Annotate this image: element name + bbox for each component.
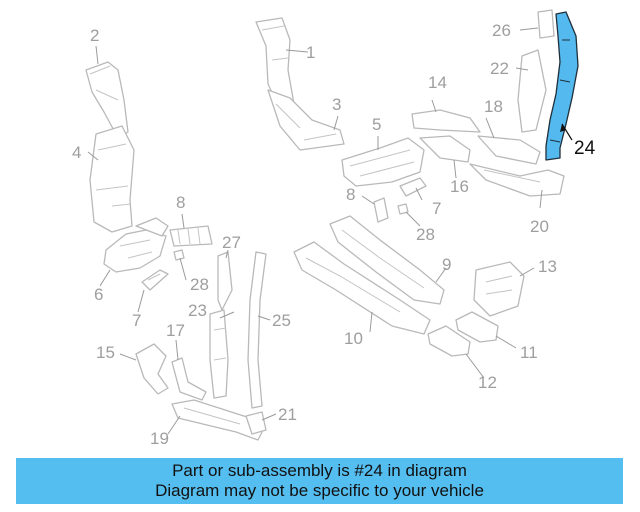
part-24-leader-arrow — [560, 124, 566, 132]
callout-24: 24 — [574, 138, 596, 159]
callout-15: 15 — [96, 343, 115, 362]
part-10-duct — [293, 241, 431, 335]
part-8-grille — [169, 225, 213, 247]
part-6-vent — [103, 217, 169, 273]
part-18-duct — [477, 135, 541, 165]
part-17-duct — [171, 357, 207, 401]
part-15-hose — [135, 343, 169, 395]
part-11-vent — [455, 311, 499, 343]
banner-line-2: Diagram may not be specific to your vehi… — [155, 481, 484, 500]
part-3-duct — [267, 89, 345, 151]
part-23-duct — [209, 309, 229, 399]
callout-13: 13 — [538, 257, 557, 276]
callout-18: 18 — [484, 97, 503, 116]
part-20-duct — [469, 163, 565, 197]
callout-7-left: 7 — [132, 311, 141, 330]
part-13-vent-housing — [473, 261, 525, 317]
part-24-highlighted[interactable] — [545, 11, 579, 161]
callout-16: 16 — [450, 177, 469, 196]
callout-28-left: 28 — [190, 275, 209, 294]
part-25-duct — [247, 251, 267, 409]
part-22-duct — [517, 49, 547, 133]
part-2-duct — [85, 61, 129, 139]
callout-11: 11 — [520, 343, 538, 362]
part-21-connector — [245, 411, 267, 435]
part-5-vent-assembly — [341, 137, 425, 187]
callout-26: 26 — [492, 21, 511, 40]
callout-8-center: 8 — [346, 185, 355, 204]
callout-6: 6 — [94, 285, 103, 304]
part-7-clip-center — [399, 177, 427, 197]
part-7-clip-left — [141, 269, 169, 291]
part-19-duct — [171, 399, 265, 441]
callout-22: 22 — [490, 59, 509, 78]
part-12-vent — [427, 325, 471, 357]
leader-lines — [87, 27, 543, 435]
banner-line-1: Part or sub-assembly is #24 in diagram — [172, 461, 467, 480]
callout-10: 10 — [344, 329, 363, 348]
callout-25: 25 — [272, 311, 291, 330]
part-28-clip-center — [397, 203, 409, 215]
callout-27: 27 — [222, 233, 241, 252]
callout-20: 20 — [530, 217, 549, 236]
info-banner: Part or sub-assembly is #24 in diagram D… — [16, 458, 623, 504]
part-16-duct — [419, 135, 471, 163]
part-27-bracket — [217, 251, 233, 311]
callout-12: 12 — [478, 373, 497, 392]
callout-1: 1 — [306, 43, 315, 62]
part-9-duct — [329, 215, 445, 305]
part-8-bracket-center — [373, 197, 389, 223]
callout-28-center: 28 — [416, 225, 435, 244]
callout-8-left: 8 — [176, 193, 185, 212]
part-26-bracket — [537, 9, 555, 39]
callout-2: 2 — [90, 26, 99, 45]
part-28-clip-left — [173, 249, 185, 261]
part-14-duct — [411, 109, 481, 133]
callout-labels: 1 2 3 4 5 6 7 7 8 8 9 10 11 12 13 14 15 … — [72, 21, 596, 448]
parts-diagram: 1 2 3 4 5 6 7 7 8 8 9 10 11 12 13 14 15 … — [72, 9, 596, 448]
callout-7-center: 7 — [432, 199, 441, 218]
callout-19: 19 — [150, 429, 169, 448]
callout-5: 5 — [372, 115, 381, 134]
callout-4: 4 — [72, 143, 81, 162]
callout-17: 17 — [166, 321, 185, 340]
callout-21: 21 — [278, 405, 297, 424]
part-4-duct — [89, 125, 135, 233]
callout-9: 9 — [442, 255, 451, 274]
callout-14: 14 — [428, 73, 447, 92]
callout-3: 3 — [332, 95, 341, 114]
callout-23: 23 — [188, 301, 207, 320]
